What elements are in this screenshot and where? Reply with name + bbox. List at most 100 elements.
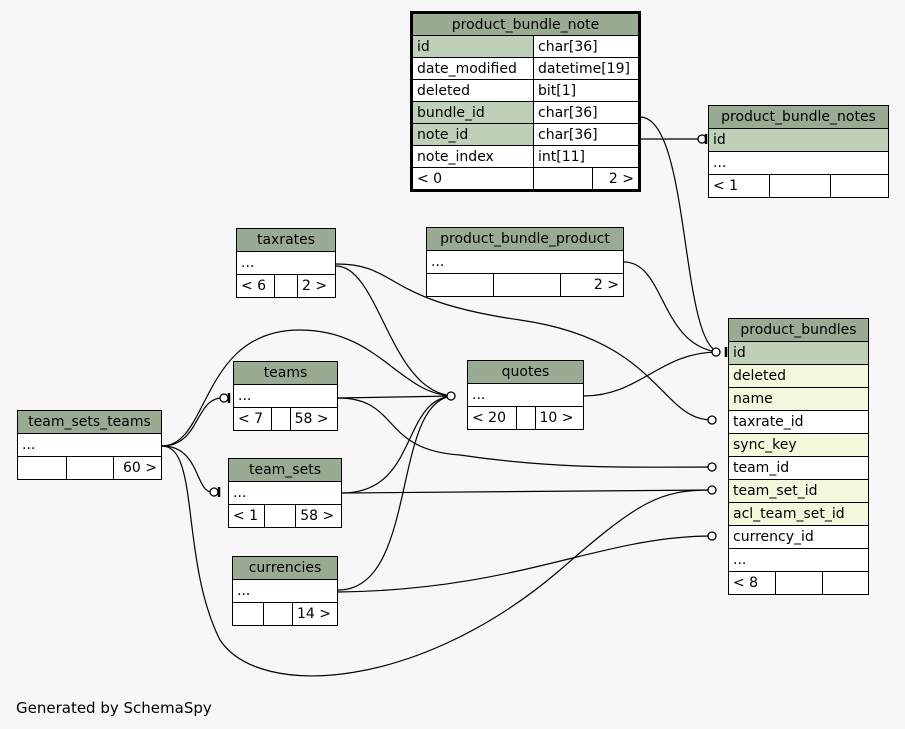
- column-name: ...: [708, 151, 889, 175]
- table-product-bundle-notes[interactable]: product_bundle_notes id ... < 1: [708, 105, 889, 198]
- column-type: char[36]: [533, 123, 640, 146]
- edge-teamsets-bundles: [341, 489, 713, 494]
- empty-cell: [426, 273, 494, 297]
- table-team-sets[interactable]: team_sets ... < 1 58 >: [227, 458, 342, 528]
- edge-tst-quotes: [161, 329, 456, 447]
- table-header[interactable]: currencies: [232, 556, 338, 580]
- empty-cell: [274, 274, 298, 298]
- column-name: bundle_id: [411, 101, 534, 124]
- marker-circle: [707, 415, 717, 425]
- column-name: ...: [232, 579, 338, 603]
- children-count: 10 >: [534, 406, 584, 430]
- column-name: ...: [426, 250, 624, 274]
- empty-cell: [232, 602, 264, 626]
- column-name: id: [728, 341, 869, 365]
- table-quotes[interactable]: quotes ... < 20 10 >: [467, 360, 584, 430]
- column-name: team_set_id: [728, 479, 869, 503]
- children-count: 2 >: [560, 273, 624, 297]
- column-type: char[36]: [533, 35, 640, 58]
- parents-count: < 6: [236, 274, 275, 298]
- column-name: ...: [233, 384, 338, 408]
- children-count: 2 >: [592, 167, 640, 191]
- empty-cell: [775, 571, 823, 595]
- marker-circle: [707, 531, 717, 541]
- column-name: ...: [17, 433, 162, 457]
- children-count: 60 >: [113, 456, 162, 480]
- edge-currencies-quotes: [337, 395, 456, 591]
- empty-cell: [66, 456, 114, 480]
- column-name: deleted: [728, 364, 869, 388]
- children-count: 2 >: [297, 274, 336, 298]
- column-name: taxrate_id: [728, 410, 869, 434]
- empty-cell: [515, 406, 536, 430]
- footer-text: Generated by SchemaSpy: [16, 699, 212, 717]
- table-product-bundle-product[interactable]: product_bundle_product ... 2 >: [426, 227, 624, 297]
- parents-count: < 1: [708, 174, 770, 198]
- table-header[interactable]: product_bundle_note: [411, 12, 640, 36]
- table-taxrates[interactable]: taxrates ... < 6 2 >: [236, 228, 336, 298]
- column-type: char[36]: [533, 101, 640, 124]
- parents-count: < 1: [227, 504, 266, 528]
- empty-cell: [822, 571, 869, 595]
- table-header[interactable]: product_bundle_notes: [708, 105, 889, 129]
- column-type: bit[1]: [533, 79, 640, 102]
- table-teams[interactable]: teams ... < 7 58 >: [233, 361, 339, 431]
- empty-cell: [533, 167, 593, 191]
- parents-count: < 7: [233, 407, 272, 431]
- column-type: datetime[19]: [533, 57, 640, 80]
- table-header[interactable]: teams: [233, 361, 338, 385]
- column-name: id: [708, 128, 889, 152]
- empty-cell: [493, 273, 561, 297]
- column-name: ...: [728, 548, 869, 572]
- column-name: sync_key: [728, 433, 869, 457]
- edge-currencies-bundles: [337, 535, 713, 593]
- marker-circle: [446, 391, 456, 401]
- table-header[interactable]: quotes: [467, 360, 584, 384]
- table-header[interactable]: team_sets_teams: [17, 410, 162, 434]
- parents-count: < 0: [411, 167, 534, 191]
- column-type: int[11]: [533, 145, 640, 168]
- table-header[interactable]: taxrates: [236, 228, 336, 252]
- table-team-sets-teams[interactable]: team_sets_teams ... 60 >: [17, 410, 162, 480]
- children-count: 14 >: [292, 602, 338, 626]
- children-count: 58 >: [289, 407, 339, 431]
- marker-circle: [707, 485, 717, 495]
- column-name: team_id: [728, 456, 869, 480]
- table-currencies[interactable]: currencies ... 14 >: [232, 556, 338, 626]
- parents-count: < 8: [728, 571, 776, 595]
- empty-cell: [264, 504, 297, 528]
- edge-tst-teams: [161, 397, 223, 447]
- column-name: note_id: [411, 123, 534, 146]
- column-name: id: [411, 35, 534, 58]
- edge-quotes-bundles: [583, 351, 719, 397]
- edge-pbp-bundles: [623, 261, 719, 353]
- empty-cell: [270, 407, 291, 431]
- table-header[interactable]: team_sets: [228, 458, 342, 482]
- column-name: acl_team_set_id: [728, 502, 869, 526]
- edge-tst-teamsets: [161, 445, 213, 493]
- table-header[interactable]: product_bundle_product: [426, 227, 624, 251]
- column-name: date_modified: [411, 57, 534, 80]
- children-count: 58 >: [295, 504, 342, 528]
- column-name: ...: [228, 481, 342, 505]
- marker-circle: [707, 462, 717, 472]
- edge-note-bundle: [639, 116, 719, 353]
- empty-cell: [830, 174, 889, 198]
- marker-circle: [209, 487, 219, 497]
- column-name: note_index: [411, 145, 534, 168]
- column-name: ...: [236, 251, 336, 275]
- empty-cell: [17, 456, 67, 480]
- table-header[interactable]: product_bundles: [728, 318, 869, 342]
- empty-cell: [769, 174, 831, 198]
- column-name: name: [728, 387, 869, 411]
- parents-count: < 20: [467, 406, 517, 430]
- edge-teams-bundles: [337, 397, 713, 468]
- edge-teamsets-quotes: [341, 395, 456, 494]
- empty-cell: [263, 602, 293, 626]
- table-product-bundles[interactable]: product_bundles id deleted name taxrate_…: [728, 318, 869, 595]
- marker-circle: [219, 393, 229, 403]
- edge-taxrates-quotes: [335, 265, 456, 397]
- column-name: ...: [467, 383, 584, 407]
